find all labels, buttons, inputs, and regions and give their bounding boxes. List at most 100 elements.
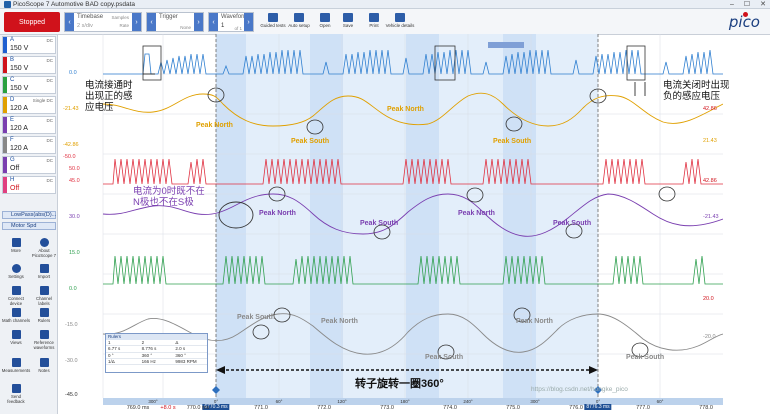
- scope-graph[interactable]: [63, 34, 723, 398]
- open-button[interactable]: Open: [314, 13, 336, 33]
- tool-label: More: [11, 248, 21, 253]
- annotation-box: [142, 45, 162, 81]
- waveform-control[interactable]: ‹ Waveform 1 of 1 ›: [208, 12, 254, 32]
- waveform-prev-button[interactable]: ‹: [209, 13, 218, 31]
- label-peak-south-d: Peak South: [291, 138, 330, 145]
- axis-label-b: 50.0: [69, 166, 80, 172]
- ruler-row: 0 ° 360 ° 360 °: [106, 353, 207, 359]
- ruler-cell: 360 °: [175, 352, 186, 358]
- guided-tests-button[interactable]: Guided tests: [260, 13, 286, 33]
- channel-a[interactable]: A 150 V DC: [2, 36, 56, 54]
- channel-c[interactable]: C 150 V DC: [2, 76, 56, 94]
- channel-labels-button[interactable]: Channel labels: [30, 286, 58, 306]
- label-icon: [39, 286, 49, 295]
- sigma-icon: [11, 308, 21, 317]
- math-channel-motor-speed[interactable]: Motor Spd: [2, 222, 56, 230]
- trigger-control[interactable]: ‹ Trigger None ›: [146, 12, 204, 32]
- trace-channel-a: [103, 49, 723, 75]
- document-icon: [395, 13, 405, 22]
- annotation-current-on: 电流接通时 出现正的感 应电压: [85, 80, 133, 113]
- axis-label: -45.0: [65, 392, 78, 398]
- label-peak-south-f: Peak South: [425, 354, 464, 361]
- ruler-1-handle[interactable]: [212, 386, 220, 394]
- timebase-decrease-button[interactable]: ‹: [65, 13, 74, 31]
- timebase-increase-button[interactable]: ›: [132, 13, 141, 31]
- print-button[interactable]: Print: [363, 13, 385, 33]
- timebase-control[interactable]: ‹ Timebase 2 s/div Samples Rate ›: [64, 12, 142, 32]
- axis-label-f: -30.0: [65, 358, 78, 364]
- measurements-button[interactable]: Measurements: [2, 358, 30, 373]
- channel-h[interactable]: H Off DC: [2, 176, 56, 194]
- vehicle-details-button[interactable]: Vehicle details: [386, 13, 414, 33]
- more-button[interactable]: More: [2, 238, 30, 253]
- axis-label-b: 45.0: [69, 178, 80, 184]
- channel-g[interactable]: G Off DC: [2, 156, 56, 174]
- ruler-row: 6.77 s 8.776 s 2.0 s: [106, 346, 207, 353]
- time-label: 775.0: [506, 405, 520, 411]
- trigger-prev-button[interactable]: ‹: [147, 13, 156, 31]
- channel-f[interactable]: F 120 A DC: [2, 136, 56, 154]
- about-button[interactable]: About PicoScope 7: [30, 238, 58, 258]
- ruler-cell: 9983 RPM: [175, 358, 197, 364]
- degree-label: 60°: [275, 399, 283, 404]
- zero-current-marker: [218, 201, 254, 229]
- ruler-icon: [39, 308, 49, 317]
- tool-label: About PicoScope 7: [31, 248, 57, 258]
- rate-label: Rate: [119, 23, 129, 28]
- maximize-button[interactable]: ☐: [743, 1, 751, 8]
- degree-label: 300°: [530, 399, 540, 404]
- channel-color: [3, 117, 7, 133]
- segment-shade: [216, 34, 246, 398]
- send-feedback-button[interactable]: Send feedback: [2, 384, 30, 404]
- degree-label: 120°: [337, 399, 347, 404]
- main-toolbar: Stopped ‹ Timebase 2 s/div Samples Rate …: [0, 9, 770, 35]
- close-button[interactable]: ✕: [760, 1, 766, 8]
- tool-label: Connect device: [7, 296, 24, 306]
- trigger-mode: None: [180, 25, 191, 30]
- rulers-table[interactable]: Rulers 1 2 Δ 6.77 s 8.776 s 2.0 s 0 ° 36…: [105, 333, 208, 373]
- channel-range: 150 V: [10, 85, 29, 92]
- channel-e[interactable]: E 120 A DC: [2, 116, 56, 134]
- math-channels-button[interactable]: Math channels: [2, 308, 30, 323]
- time-axis-bar[interactable]: [103, 398, 723, 405]
- channel-d[interactable]: D 120 A Single DC: [2, 96, 56, 114]
- app-icon: [4, 0, 11, 8]
- ruler-cell: Δ: [175, 340, 179, 345]
- tool-label: Guided tests: [260, 23, 286, 28]
- tool-label: Rulers: [37, 318, 51, 323]
- zoom-overview[interactable]: [488, 42, 524, 48]
- channel-coupling: DC: [46, 78, 54, 83]
- channel-b[interactable]: B 150 V DC: [2, 56, 56, 74]
- import-button[interactable]: Import: [30, 264, 58, 279]
- peak-marker: [273, 307, 291, 323]
- grid-icon: [11, 238, 21, 247]
- axis-label-right: -20.0: [703, 334, 716, 340]
- tool-label: Views: [10, 340, 22, 345]
- rulers-button[interactable]: Rulers: [30, 308, 58, 323]
- notes-button[interactable]: Notes: [30, 358, 58, 373]
- ruler-cell: 2.0 s: [175, 346, 186, 352]
- time-label: +8.0 s: [160, 405, 176, 411]
- reference-waveforms-button[interactable]: Reference waveforms: [30, 330, 58, 350]
- math-channel-lowpass[interactable]: LowPass(abs(D)...: [2, 211, 56, 219]
- timebase-label: Timebase: [77, 14, 104, 20]
- views-button[interactable]: Views: [2, 330, 30, 345]
- window-title: PicoScope 7 Automotive BAD copy.psdata: [13, 0, 136, 8]
- trigger-next-button[interactable]: ›: [194, 13, 203, 31]
- peak-marker: [437, 344, 455, 360]
- peak-marker: [306, 119, 324, 135]
- tool-label: Open: [319, 23, 331, 28]
- minimize-button[interactable]: –: [729, 1, 734, 8]
- stopped-button[interactable]: Stopped: [4, 12, 60, 32]
- time-label: 777.0: [636, 405, 650, 411]
- save-button[interactable]: Save: [337, 13, 359, 33]
- connect-device-button[interactable]: Connect device: [2, 286, 30, 306]
- feedback-icon: [11, 384, 21, 393]
- waveform-next-button[interactable]: ›: [244, 13, 253, 31]
- notes-icon: [39, 358, 49, 367]
- label-peak-north-d: Peak North: [196, 122, 233, 129]
- ruler-2-handle[interactable]: [594, 386, 602, 394]
- settings-button[interactable]: Settings: [2, 264, 30, 279]
- auto-setup-button[interactable]: Auto setup: [288, 13, 310, 33]
- scope-plot[interactable]: 0.0 -21.43 -42.86 -50.0 50.0 45.0 30.0 1…: [63, 34, 730, 398]
